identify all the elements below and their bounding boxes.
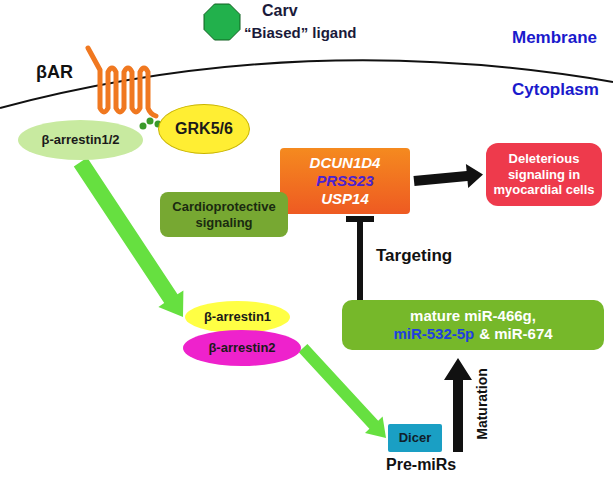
node-text: miR-532-5p xyxy=(393,325,474,342)
node-text: β-arrestin1 xyxy=(204,309,271,325)
arrow-connector xyxy=(74,158,184,317)
node-text: DCUN1D4 xyxy=(310,154,381,172)
edge-label: Targeting xyxy=(374,246,454,266)
arrestin-ellipse: β-arrestin1/2 xyxy=(18,120,143,160)
phospho-dot xyxy=(140,123,147,130)
region-name: Membrane xyxy=(512,28,597,48)
ligand-note: “Biased” ligand xyxy=(244,24,357,41)
node-text: PRSS23 xyxy=(316,172,374,190)
node-text: & miR-674 xyxy=(479,325,552,342)
arrestin2-ellipse: β-arrestin2 xyxy=(183,330,301,366)
arrestin1-ellipse: β-arrestin1 xyxy=(185,301,290,333)
outcome-box: Deleterious signaling in myocardial cell… xyxy=(486,143,602,206)
node-text: β-arrestin2 xyxy=(208,340,275,356)
ligand-octagon xyxy=(204,4,240,40)
process-box: Cardioprotective signaling xyxy=(160,192,288,237)
ligand-name: Carv xyxy=(262,2,298,20)
process-name: Maturation xyxy=(474,364,490,444)
membrane-line xyxy=(0,60,613,108)
region-name: Cytoplasm xyxy=(512,80,599,100)
arrow-connector xyxy=(414,164,484,188)
maturation-arrow xyxy=(444,358,472,452)
mirna-box: mature miR-466g,miR-532-5p & miR-674 xyxy=(342,300,604,350)
phospho-dot xyxy=(147,118,154,125)
enzyme-box: Dicer xyxy=(388,424,442,452)
node-text: USP14 xyxy=(321,190,369,208)
kinase-ellipse: GRK5/6 xyxy=(158,104,250,154)
target-genes-box: DCUN1D4PRSS23USP14 xyxy=(280,148,410,214)
node-text: mature miR-466g, xyxy=(410,307,536,325)
inhibition-connector xyxy=(346,216,374,300)
node-text: Dicer xyxy=(399,430,432,446)
node-text: Deleterious signaling in myocardial cell… xyxy=(492,151,596,198)
precursor-name: Pre-miRs xyxy=(386,456,456,474)
arrow-connector xyxy=(299,344,386,438)
node-text: Cardioprotective signaling xyxy=(166,199,282,230)
node-text: GRK5/6 xyxy=(175,119,233,138)
receptor-squiggle xyxy=(88,48,156,116)
receptor-name: βAR xyxy=(36,62,73,83)
text-line: miR-532-5p & miR-674 xyxy=(393,325,552,343)
node-text: β-arrestin1/2 xyxy=(41,132,119,148)
